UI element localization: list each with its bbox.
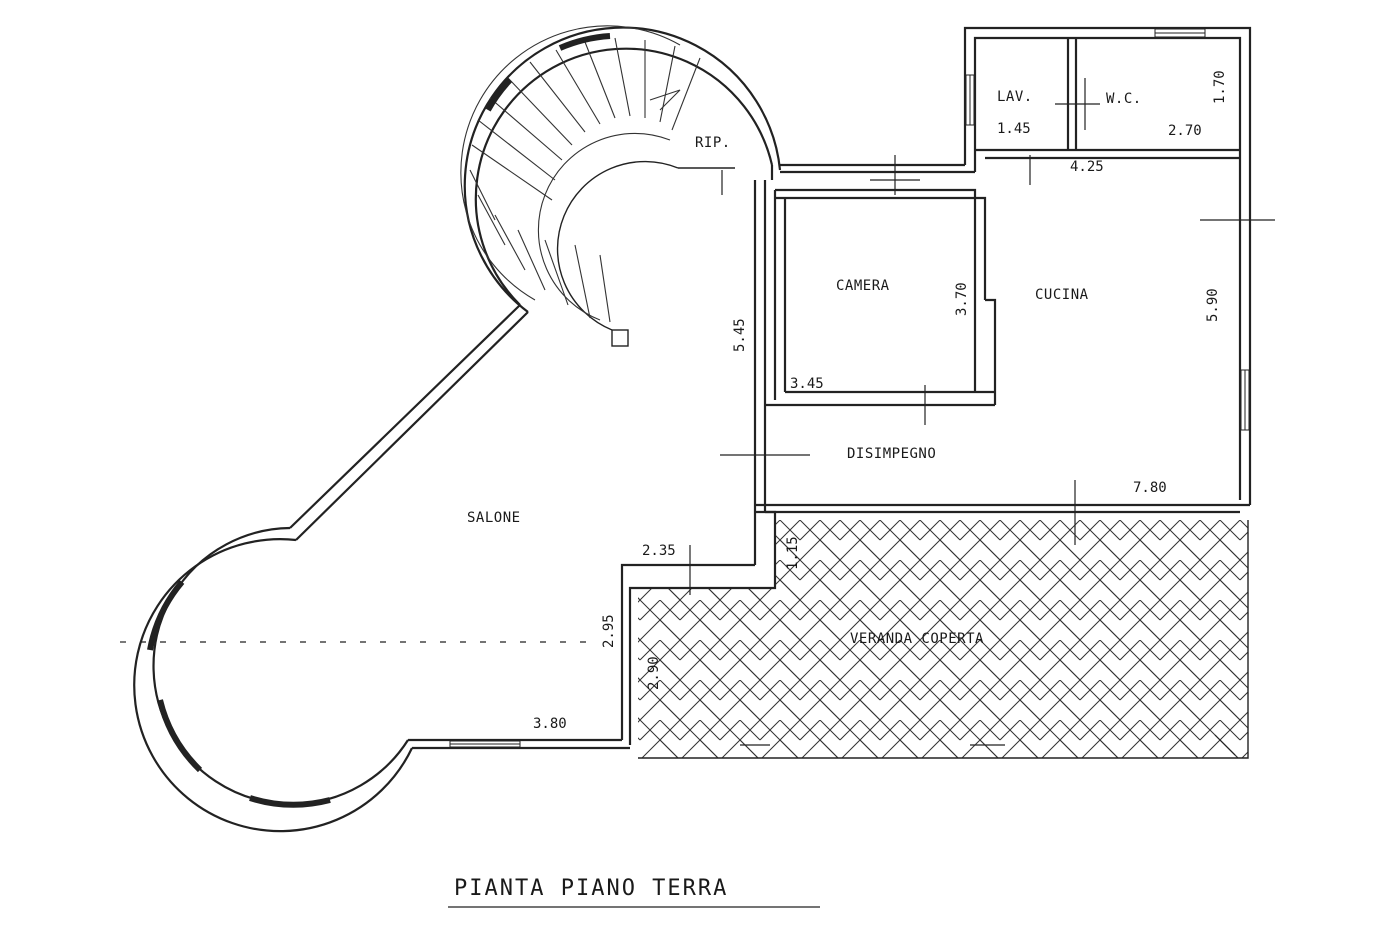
dim-veranda-depth: 2.90	[646, 656, 662, 690]
dim-wc-depth: 1.70	[1212, 70, 1228, 104]
dim-cucina-width: 4.25	[1070, 159, 1104, 175]
plan-title: PIANTA PIANO TERRA	[454, 876, 728, 901]
door-marks	[120, 78, 1275, 756]
dim-lav-width: 1.45	[997, 121, 1031, 137]
dim-corridor-height: 5.45	[732, 318, 748, 352]
room-label-camera: CAMERA	[836, 278, 890, 294]
dim-disimpegno-width: 7.80	[1133, 480, 1167, 496]
spiral-stair	[460, 25, 701, 323]
dim-cucina-depth: 5.90	[1205, 288, 1221, 322]
plan-title-block: PIANTA PIANO TERRA	[448, 876, 820, 908]
room-label-lav: LAV.	[997, 89, 1033, 105]
dimension-labels: 1.45 2.70 1.70 4.25 5.90 3.70 3.45 5.45 …	[533, 70, 1228, 732]
dim-salone-step-width: 2.35	[642, 543, 676, 559]
room-label-rip: RIP.	[695, 135, 731, 151]
room-label-wc: W.C.	[1106, 91, 1142, 107]
dim-camera-width: 3.45	[790, 376, 824, 392]
room-labels: RIP. LAV. W.C. CAMERA CUCINA DISIMPEGNO …	[467, 89, 1142, 647]
veranda-floor	[638, 520, 1248, 758]
dim-salone-bottom-width: 3.80	[533, 716, 567, 732]
inner-walls	[556, 38, 1240, 407]
dim-salone-wall: 2.95	[601, 614, 617, 648]
room-label-disimpegno: DISIMPEGNO	[847, 446, 936, 462]
windows	[147, 28, 1250, 808]
dim-camera-depth: 3.70	[954, 282, 970, 316]
dim-wc-width: 2.70	[1168, 123, 1202, 139]
room-label-veranda: VERANDA COPERTA	[850, 631, 984, 647]
room-label-cucina: CUCINA	[1035, 287, 1089, 303]
dim-veranda-step: 1.15	[785, 536, 801, 570]
room-label-salone: SALONE	[467, 510, 521, 526]
